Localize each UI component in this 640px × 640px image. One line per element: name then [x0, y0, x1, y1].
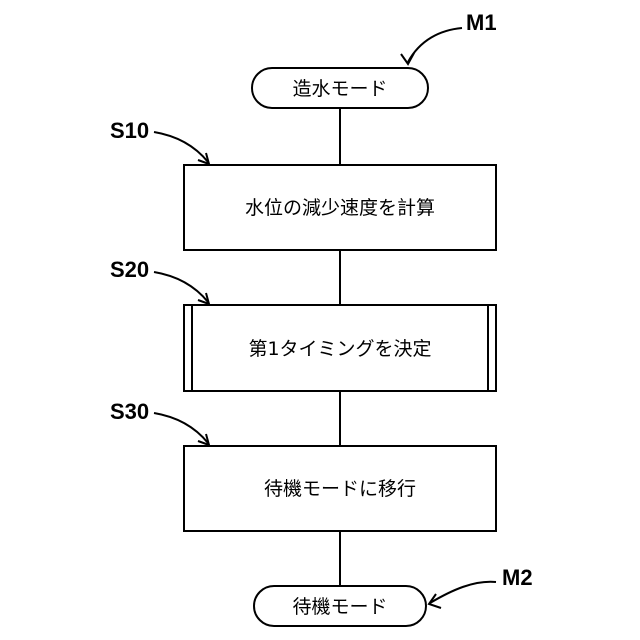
process-label-s30: 待機モードに移行: [264, 478, 416, 500]
leader-arrow-m2: [429, 582, 496, 608]
subprocess-label-s20: 第1タイミングを決定: [248, 338, 431, 360]
leader-arrow-s10: [154, 132, 209, 164]
leader-arrow-s20: [154, 272, 209, 304]
label-s10: S10: [110, 118, 149, 143]
leader-arrow-m1: [401, 28, 462, 64]
leader-arrow-s30: [154, 413, 209, 445]
label-m1: M1: [466, 10, 497, 35]
process-label-s10: 水位の減少速度を計算: [245, 197, 435, 219]
label-s30: S30: [110, 399, 149, 424]
label-s20: S20: [110, 257, 149, 282]
end-terminal-label: 待機モード: [292, 596, 387, 618]
label-m2: M2: [502, 565, 533, 590]
start-terminal-label: 造水モード: [292, 78, 387, 100]
